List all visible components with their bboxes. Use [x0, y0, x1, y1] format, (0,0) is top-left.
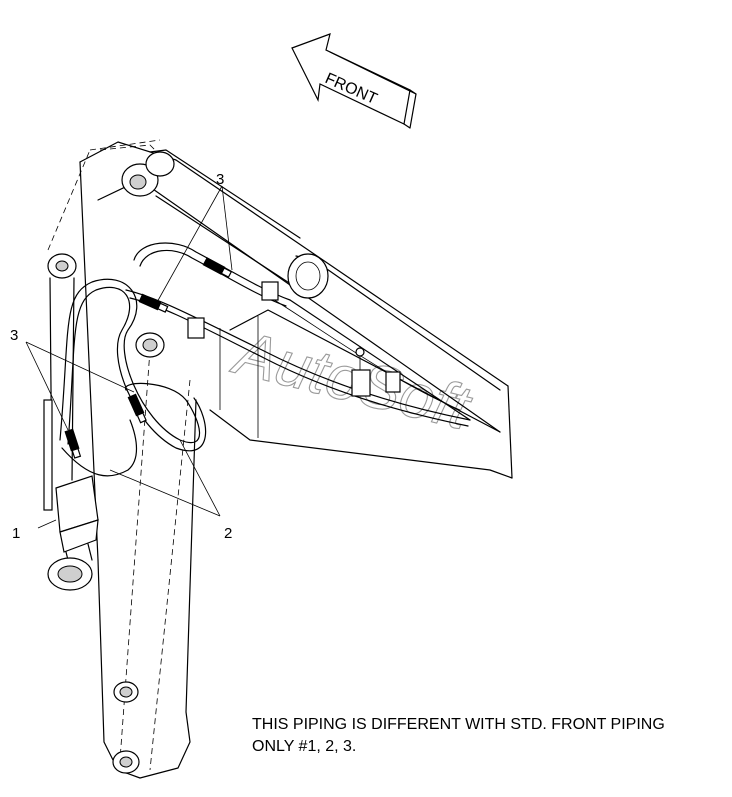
arm-cylinder [121, 149, 501, 421]
callout-3-left: 3 [10, 327, 18, 344]
note-line-2: ONLY #1, 2, 3. [252, 738, 357, 755]
front-arrow: FRONT [291, 33, 417, 129]
leader-lines [25, 185, 233, 529]
callout-1: 1 [12, 525, 20, 542]
callout-3-top: 3 [216, 171, 224, 188]
note-line-1: THIS PIPING IS DIFFERENT WITH STD. FRONT… [252, 716, 665, 733]
vertical-cylinder [43, 253, 99, 591]
callout-2: 2 [224, 525, 232, 542]
piping-note: THIS PIPING IS DIFFERENT WITH STD. FRONT… [252, 714, 730, 758]
hose-fittings [64, 257, 401, 459]
boom-body [47, 139, 513, 779]
